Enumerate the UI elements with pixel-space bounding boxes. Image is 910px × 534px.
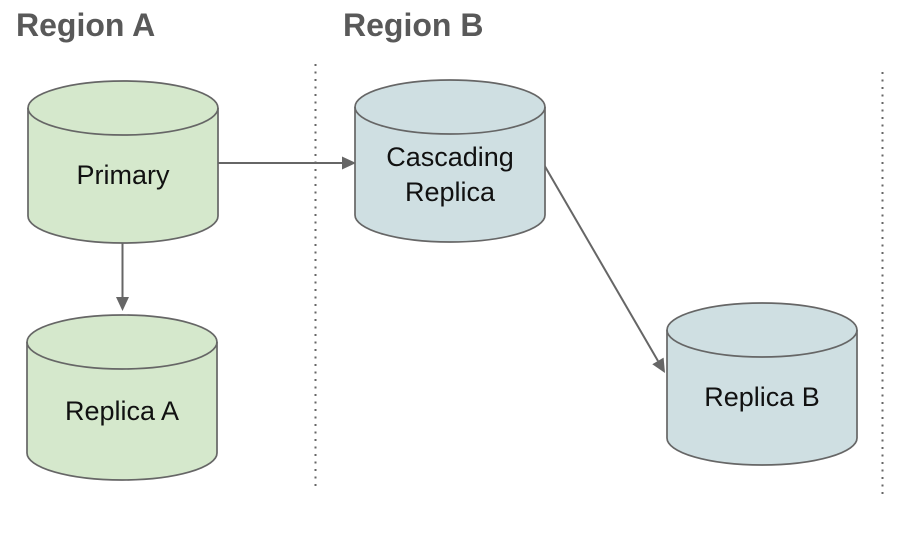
cylinder-top-rim — [27, 107, 219, 136]
database-cylinder-icon — [666, 302, 858, 466]
edge-primary-to-cascading — [218, 156, 356, 170]
node-replica-b-cylinder — [666, 302, 858, 466]
cylinder-top-rim — [26, 341, 218, 370]
edge-cascading-to-replica-b — [542, 162, 665, 373]
node-primary-cylinder — [27, 80, 219, 244]
edge-primary-to-replica-a — [116, 243, 129, 311]
database-cylinder-icon — [26, 314, 218, 481]
node-replica-a-cylinder — [26, 314, 218, 481]
database-cylinder-icon — [354, 79, 546, 243]
arrowhead-icon — [652, 357, 665, 373]
cylinder-top-rim — [354, 106, 546, 135]
edge-line — [542, 162, 659, 362]
database-cylinder-icon — [27, 80, 219, 244]
region-b-heading: Region B — [343, 7, 484, 43]
node-cascading-replica-cylinder — [354, 79, 546, 243]
region-a-heading: Region A — [16, 7, 156, 43]
arrowhead-icon — [116, 297, 129, 311]
cylinder-top-rim — [666, 329, 858, 358]
arrowhead-icon — [342, 156, 356, 170]
